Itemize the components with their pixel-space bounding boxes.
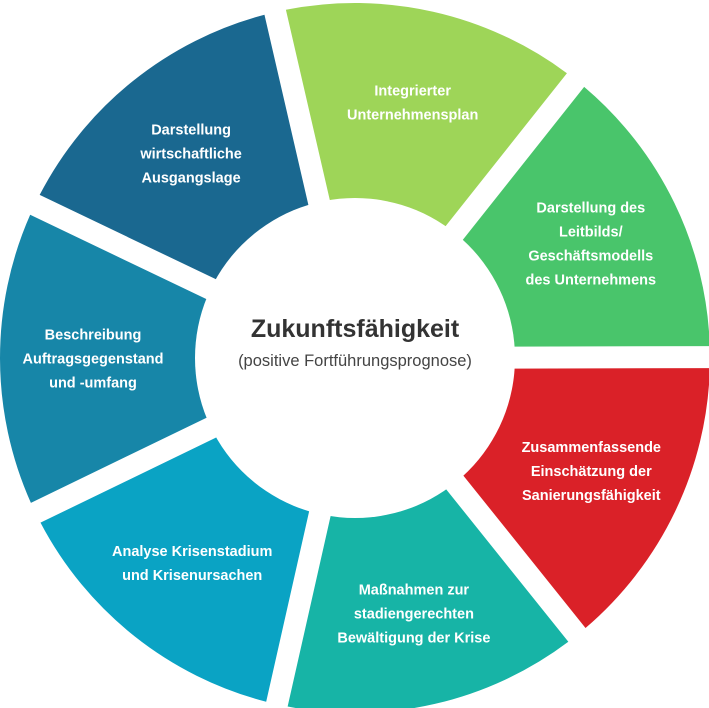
segment-label-line: wirtschaftliche [139,147,242,163]
segment-label-line: des Unternehmens [526,273,657,289]
segment-label-line: Einschätzung der [531,464,652,480]
segment-3 [462,368,709,628]
segment-label-line: Ausgangslage [142,171,241,187]
segment-4 [287,487,569,708]
segment-2 [461,86,709,347]
segment-label-line: Integrierter [374,83,451,99]
segment-label-line: Beschreibung [45,328,142,344]
center-subtitle: (positive Fortführungsprognose) [238,352,472,370]
segment-label-line: stadiengerechten [354,606,474,622]
center-circle [195,198,515,518]
segment-label-line: Sanierungsfähigkeit [522,488,661,504]
segment-label-line: Analyse Krisenstadium [112,544,272,560]
segment-label-line: Maßnahmen zur [359,582,470,598]
segment-label-5: Analyse Krisenstadium und Krisenursachen [112,544,272,584]
segment-7 [39,14,309,281]
segment-label-line: und -umfang [49,376,137,392]
segment-label-line: und Krisenursachen [122,568,262,584]
segment-5 [40,436,310,702]
segment-1 [285,3,567,228]
segment-label-line: Darstellung [151,123,231,139]
center-title: Zukunftsfähigkeit [251,315,460,343]
segment-label-line: Geschäftsmodells [528,249,653,265]
segment-label-line: Bewältigung der Krise [337,630,490,646]
segment-label-line: Leitbilds/ [559,225,623,241]
segment-label-line: Darstellung des [536,201,645,217]
segment-label-line: Zusammenfassende [522,440,661,456]
segment-label-line: Auftragsgegenstand [23,352,164,368]
segment-label-line: Unternehmensplan [347,107,478,123]
segment-6 [0,214,209,503]
